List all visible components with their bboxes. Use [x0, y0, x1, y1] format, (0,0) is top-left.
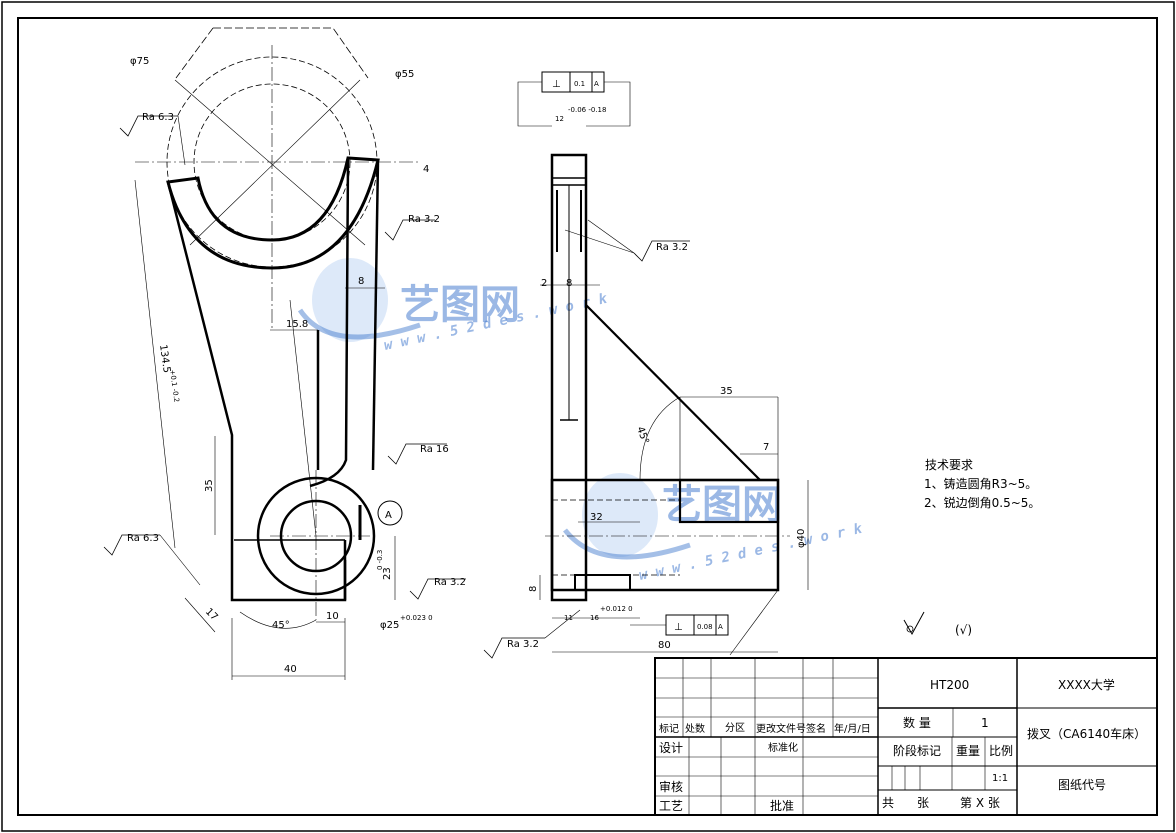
watermark-brand-2: 艺图网: [662, 482, 782, 528]
datum-a-circle: [377, 500, 403, 526]
ra-3-2-b: Ra 3.2: [434, 577, 466, 588]
dim-10: 10: [326, 611, 339, 622]
dim-phi40: φ40: [796, 529, 807, 548]
ra-6-3-left: Ra 6.3: [127, 533, 159, 544]
side-dims: ⊥ 0.1 A 12 -0.06 -0.18 Ra 3.2 2 8 35 45°…: [507, 79, 807, 651]
dim-11: 11: [564, 614, 573, 622]
ra-6-3-top: Ra 6.3: [142, 112, 174, 123]
watermark-brand: 艺图网: [400, 282, 520, 328]
dim-15-8: 15.8: [286, 319, 308, 330]
tb-scale-value: 1:1: [992, 773, 1008, 784]
dim-4: 4: [423, 164, 429, 175]
tb-qty-value: 1: [981, 716, 989, 730]
dim-35: 35: [204, 479, 215, 492]
dim-phi75: φ75: [130, 56, 149, 67]
dim-45deg: 45°: [272, 620, 290, 631]
tb-qty-label: 数 量: [903, 715, 931, 730]
tol2-datum: A: [718, 623, 723, 631]
tol-perp-symbol: ⊥: [552, 79, 561, 90]
side-view: [483, 71, 809, 659]
dim-12-tol: -0.06 -0.18: [568, 106, 606, 114]
dim-phi55: φ55: [395, 69, 414, 80]
roughness-other: (√): [955, 623, 972, 637]
technical-notes: 技术要求 1、铸造圆角R3~5。 2、锐边倒角0.5~5。 (√): [903, 458, 1040, 637]
dim-80: 80: [658, 640, 671, 651]
tb-review: 审核: [659, 779, 683, 794]
tb-mark: 标记: [659, 723, 679, 735]
title-block-text: 标记 处数 分区 更改文件号 签名 年/月/日 设计 标准化 审核 工艺 批准 …: [659, 677, 1146, 813]
dim-23-tol: 0 -0.3: [376, 550, 384, 570]
tb-date: 年/月/日: [834, 722, 871, 735]
dim-12: 12: [555, 115, 564, 123]
tb-sheets: 张: [917, 796, 929, 810]
dim-16: 16: [590, 614, 599, 622]
dim-23: 23: [382, 567, 393, 580]
tb-change-doc: 更改文件号: [756, 722, 806, 735]
tb-stage-mark: 阶段标记: [893, 743, 941, 758]
notes-line-2: 2、锐边倒角0.5~5。: [924, 496, 1040, 510]
notes-line-1: 1、铸造圆角R3~5。: [924, 476, 1037, 491]
datum-a: A: [385, 510, 392, 521]
title-block: [654, 657, 1158, 816]
dim-32: 32: [590, 512, 603, 523]
tb-count: 处数: [685, 722, 705, 735]
tb-material: HT200: [930, 678, 969, 692]
tb-part-name: 拨叉（CA6140车床）: [1027, 726, 1146, 741]
notes-title: 技术要求: [925, 458, 973, 472]
tb-drawing-no: 图纸代号: [1058, 778, 1106, 792]
front-dims: φ75 φ55 Ra 6.3 Ra 3.2 Ra 16 Ra 6.3 Ra 3.…: [127, 56, 466, 675]
tb-design: 设计: [659, 741, 683, 755]
tb-process: 工艺: [659, 799, 683, 813]
dim-134-5: 134.5: [157, 344, 172, 374]
dim-8-bottom: 8: [528, 586, 539, 592]
tb-approve: 批准: [770, 798, 794, 813]
dim-phi25: φ25: [380, 620, 399, 631]
tb-scale: 比例: [989, 744, 1013, 758]
ra-1-6: Ra 16: [420, 444, 449, 455]
tb-sign: 签名: [806, 722, 826, 735]
tb-sheet-no: 第 X 张: [960, 796, 1000, 810]
dim-8: 8: [358, 276, 364, 287]
tb-weight: 重量: [956, 744, 980, 758]
dim-2: 2: [541, 278, 547, 289]
tol-value: 0.1: [574, 80, 585, 88]
inner-border: [17, 17, 1158, 816]
tb-total: 共: [882, 796, 894, 810]
front-view: [103, 27, 466, 680]
tol2-perp-symbol: ⊥: [674, 622, 683, 633]
ra-3-2-d: Ra 3.2: [507, 639, 539, 650]
tol-datum: A: [594, 80, 599, 88]
dim-8-side: 8: [566, 278, 572, 289]
dim-phi25-tol: +0.023 0: [400, 614, 433, 622]
dim-40: 40: [284, 664, 297, 675]
dim-16-tol: +0.012 0: [600, 605, 633, 613]
ra-3-2-a: Ra 3.2: [408, 214, 440, 225]
tol2-value: 0.08: [697, 623, 713, 631]
tb-school: XXXX大学: [1058, 677, 1115, 692]
dim-35-side: 35: [720, 386, 733, 397]
tb-zone: 分区: [725, 722, 745, 734]
dim-7: 7: [763, 442, 769, 453]
ra-3-2-c: Ra 3.2: [656, 242, 688, 253]
tb-standardize: 标准化: [768, 741, 798, 754]
